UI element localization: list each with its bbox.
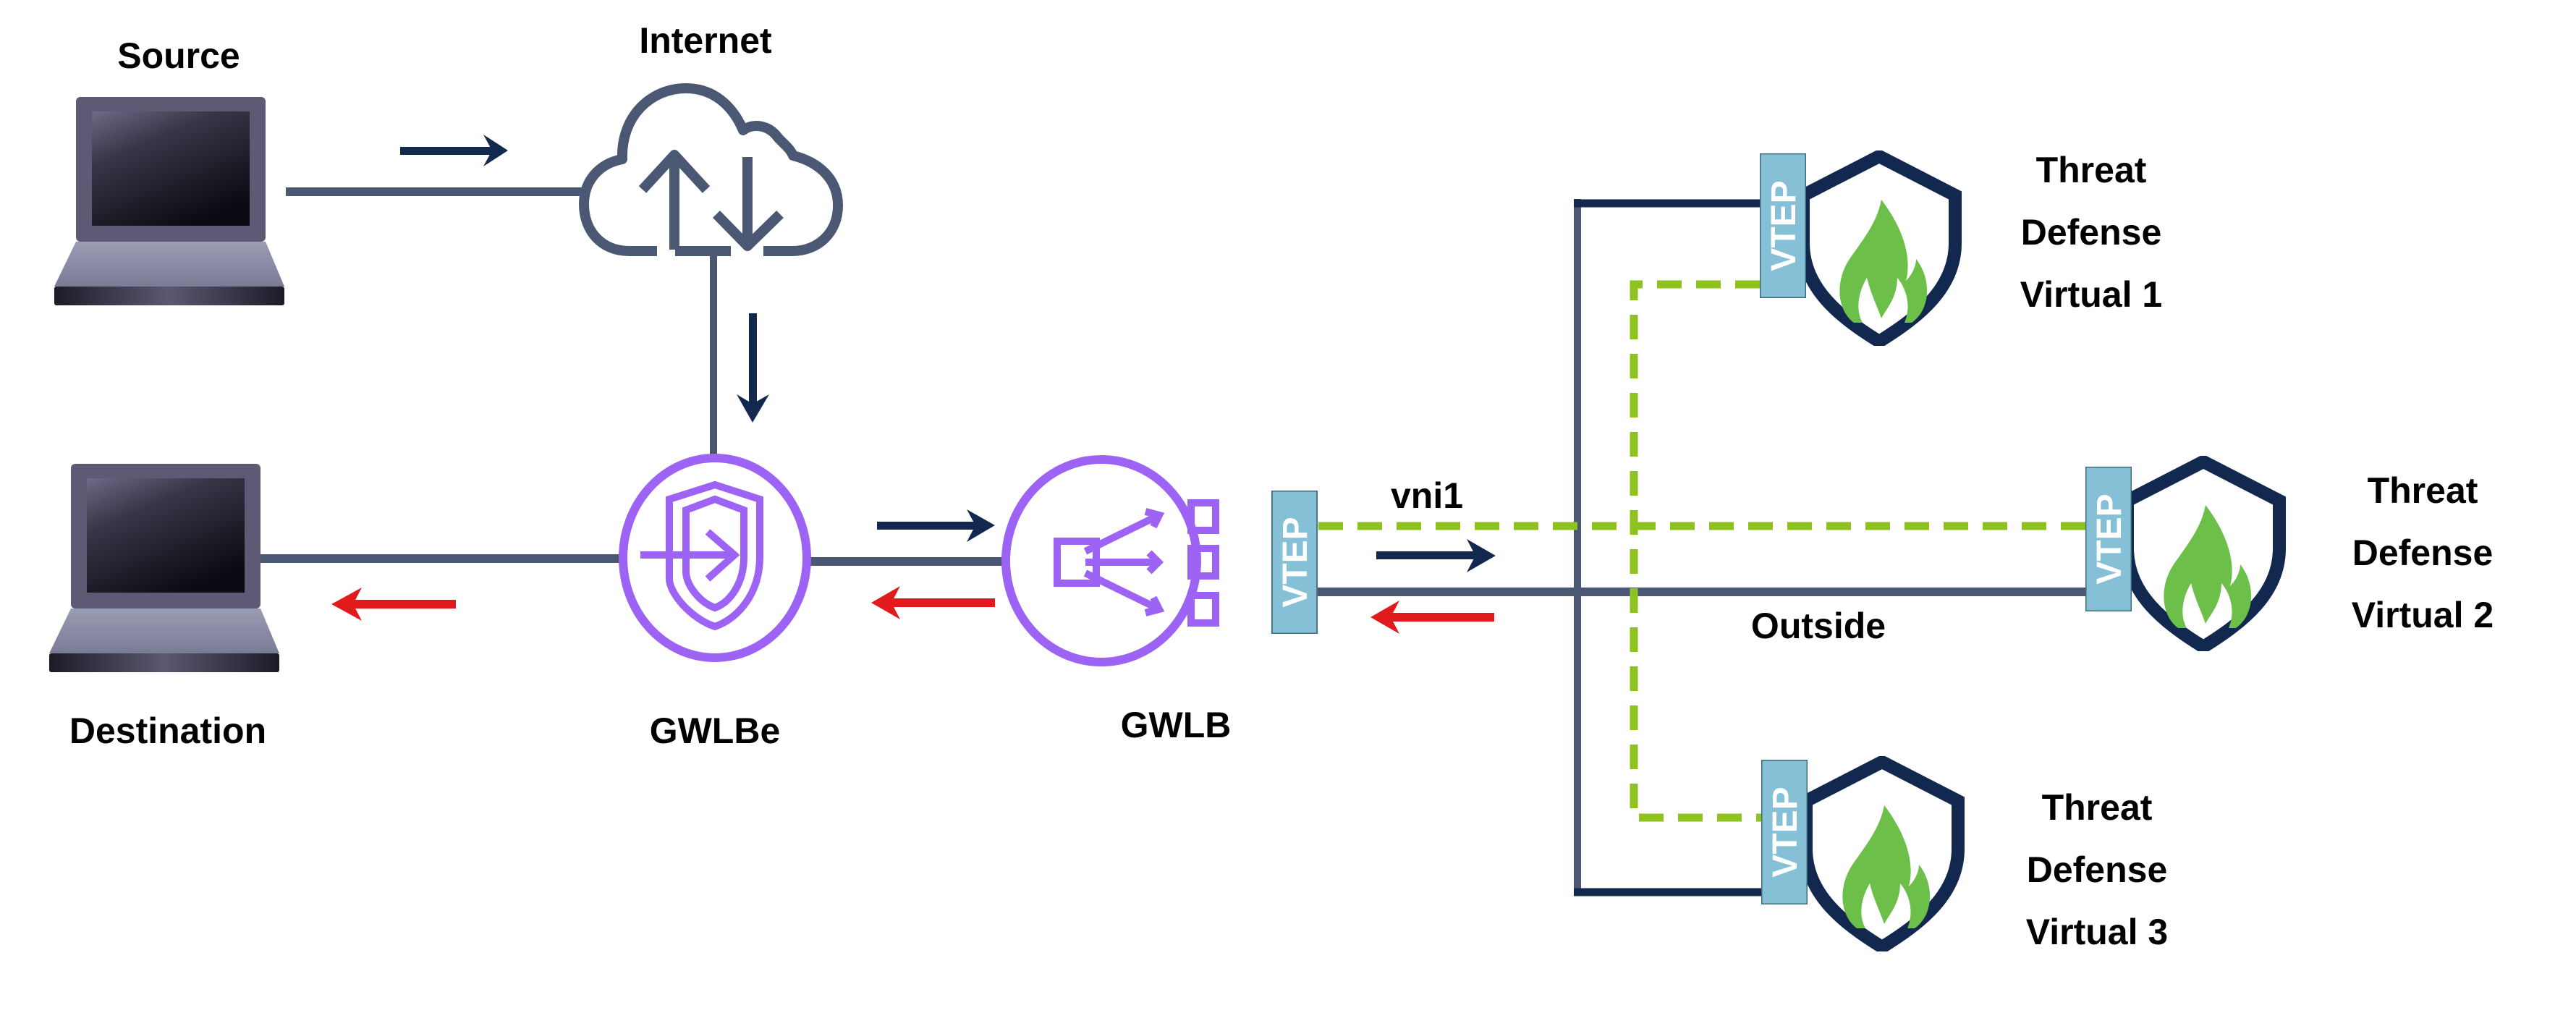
internet-label: Internet: [639, 20, 772, 61]
vtep-label: VTEP: [1765, 180, 1803, 271]
tdv2-label: Threat Defense Virtual 2: [2352, 470, 2494, 635]
shield-flame-icon: [2127, 462, 2279, 647]
forward-arrow-gwlb-tdv: [1376, 539, 1496, 572]
gwlb-label: GWLB: [1121, 705, 1232, 745]
node-destination[interactable]: Destination: [49, 464, 279, 751]
tdv3-vtep: VTEP: [1761, 760, 1808, 904]
svg-text:Defense: Defense: [2352, 533, 2494, 573]
return-arrow-gwlb-gwlbe: [871, 586, 995, 619]
tdv1-vtep: VTEP: [1760, 153, 1806, 298]
node-internet[interactable]: Internet: [579, 20, 843, 256]
source-label: Source: [117, 35, 240, 76]
node-threat-defense-virtual-2[interactable]: VTEP Threat Defense Virtual 2: [2085, 462, 2494, 647]
vtep-label: VTEP: [1276, 517, 1315, 607]
tdv1-label: Threat Defense Virtual 1: [2020, 150, 2162, 315]
forward-arrow-gwlbe-gwlb: [877, 509, 995, 542]
laptop-icon: [49, 464, 279, 672]
flow-arrows: [331, 135, 1496, 634]
shield-flame-icon: [1803, 156, 1955, 342]
vni-tunnel: [1318, 280, 2085, 822]
node-gwlb[interactable]: VTEP GWLB: [1001, 455, 1318, 745]
svg-text:Threat: Threat: [2036, 150, 2147, 190]
laptop-icon: [54, 97, 284, 305]
svg-text:Virtual 2: Virtual 2: [2352, 595, 2494, 635]
svg-text:Virtual 1: Virtual 1: [2020, 274, 2162, 315]
node-source[interactable]: Source: [54, 35, 284, 305]
forward-arrow-source-internet: [400, 135, 508, 166]
svg-text:Defense: Defense: [2027, 849, 2168, 890]
svg-text:Threat: Threat: [2368, 470, 2478, 511]
return-arrow-gwlbe-destination: [331, 588, 456, 621]
tdv3-label: Threat Defense Virtual 3: [2026, 787, 2168, 952]
gwlbe-label: GWLBe: [650, 711, 781, 751]
vni1-label: vni1: [1391, 475, 1463, 516]
forward-arrow-internet-gwlbe: [737, 313, 769, 423]
node-threat-defense-virtual-1[interactable]: VTEP Threat Defense Virtual 1: [1760, 150, 2163, 342]
return-arrow-tdv-gwlb: [1370, 601, 1494, 634]
cloud-upload-download-icon: [579, 83, 843, 256]
vtep-label: VTEP: [2090, 493, 2129, 584]
load-balancer-icon: [1054, 499, 1219, 627]
gateway-endpoint-shield-icon: [640, 480, 763, 631]
shield-flame-icon: [1806, 762, 1958, 947]
svg-text:Threat: Threat: [2042, 787, 2153, 828]
tdv2-vtep: VTEP: [2085, 467, 2132, 611]
destination-label: Destination: [69, 711, 266, 751]
node-threat-defense-virtual-3[interactable]: VTEP Threat Defense Virtual 3: [1761, 760, 2169, 953]
node-gwlbe[interactable]: GWLBe: [619, 454, 811, 751]
svg-text:Virtual 3: Virtual 3: [2026, 912, 2168, 952]
vtep-label: VTEP: [1766, 787, 1805, 877]
gwlb-vtep: VTEP: [1271, 491, 1318, 634]
links-layer: [252, 187, 2088, 896]
outside-label: Outside: [1751, 606, 1886, 646]
svg-text:Defense: Defense: [2021, 212, 2162, 253]
